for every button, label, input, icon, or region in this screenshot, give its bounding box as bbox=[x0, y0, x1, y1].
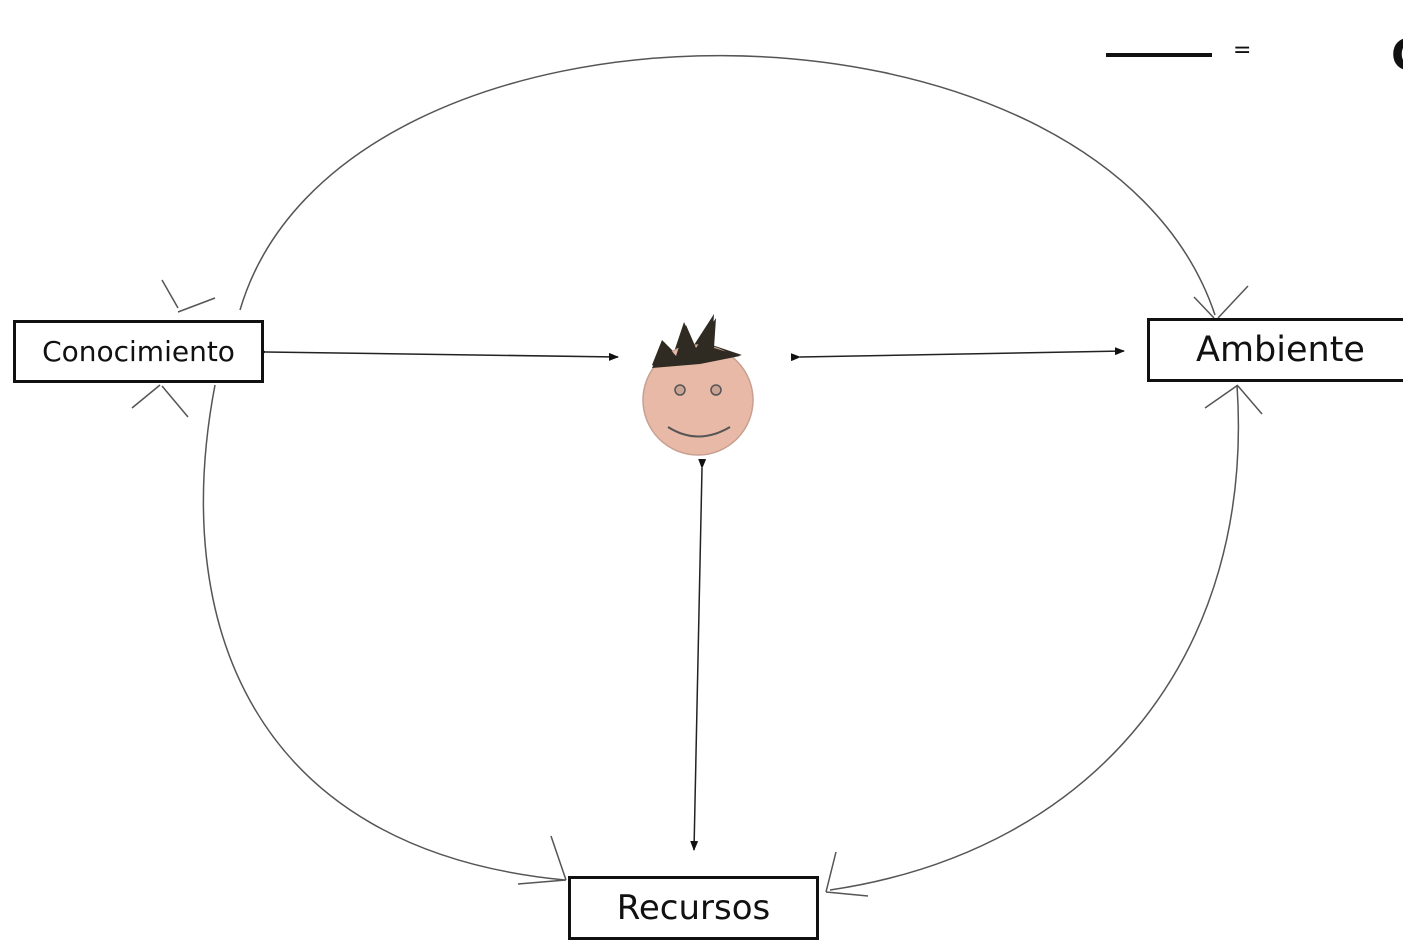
arrow-person-recursos bbox=[690, 458, 707, 851]
cycle-arc-conocimiento-ambiente bbox=[239, 54, 1216, 316]
cycle-arc-recursos-conocimiento bbox=[202, 384, 566, 881]
node-conocimiento-label: Conocimiento bbox=[42, 335, 235, 368]
node-recursos: Recursos bbox=[568, 876, 819, 940]
legend-equals: = bbox=[1233, 38, 1252, 63]
person-face-icon bbox=[642, 314, 754, 456]
legend-partial-label: C bbox=[1391, 30, 1403, 81]
node-ambiente-label: Ambiente bbox=[1196, 330, 1365, 370]
left-eye-icon bbox=[674, 384, 686, 396]
cycle-arrowheads bbox=[131, 279, 1263, 897]
smile-icon bbox=[667, 426, 731, 438]
arrow-conocimiento-person bbox=[256, 347, 619, 361]
node-ambiente: Ambiente bbox=[1147, 318, 1403, 382]
arrow-person-ambiente bbox=[790, 347, 1125, 362]
right-eye-icon bbox=[710, 384, 722, 396]
node-conocimiento: Conocimiento bbox=[13, 320, 264, 383]
cycle-arc-ambiente-recursos bbox=[829, 384, 1240, 891]
node-recursos-label: Recursos bbox=[616, 888, 771, 928]
